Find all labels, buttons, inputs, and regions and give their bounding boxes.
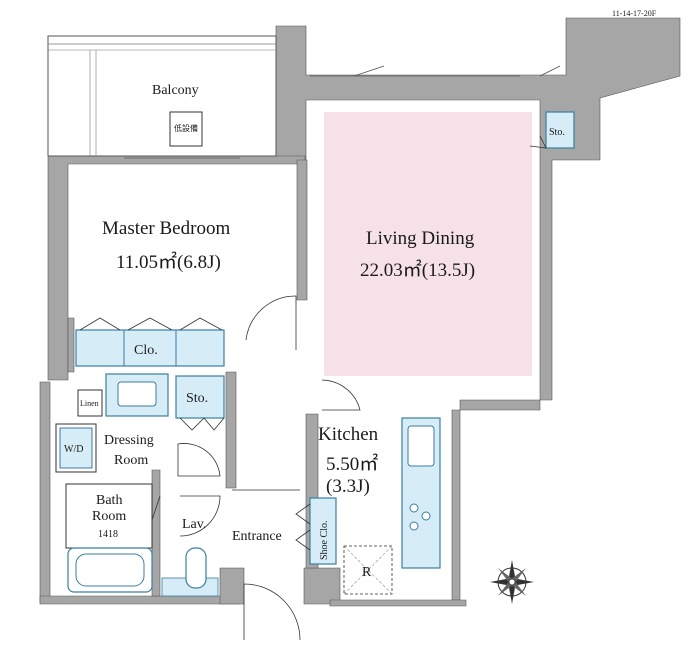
bath-room-label-line1: Bath (96, 493, 122, 508)
entrance-door (243, 583, 301, 641)
shoe-closet: Shoe Clo. (295, 497, 337, 565)
living-storage-label: Sto. (549, 127, 565, 138)
refrigerator: R (343, 545, 393, 595)
master-bedroom-label: Master Bedroom (102, 218, 230, 239)
shoe-closet-label: Shoe Clo. (319, 521, 330, 560)
balcony-label: Balcony (152, 83, 199, 98)
toilet-icon (185, 547, 207, 589)
linen-label: Linen (80, 399, 99, 408)
sink-icon (407, 425, 435, 467)
dressing-basin (105, 373, 169, 417)
lavatory-label: Lav. (182, 517, 206, 532)
inner-storage: Sto. (175, 375, 225, 431)
refrigerator-label: R (362, 565, 372, 580)
dressing-room-label-line1: Dressing (104, 433, 154, 448)
dressing-room-label-line2: Room (114, 453, 148, 468)
linen-storage: Linen (77, 389, 103, 417)
stove-icon (409, 503, 431, 531)
windows (124, 65, 561, 159)
living-dining-label: Living Dining (366, 228, 475, 249)
washer-dryer: W/D (55, 423, 97, 473)
living-dining-area-label: 22.03㎡(13.5J) (360, 258, 475, 281)
living-storage: Sto. (529, 111, 575, 149)
bath-room-size-label: 1418 (98, 529, 118, 540)
closet-label: Clo. (134, 343, 158, 358)
kitchen: Kitchen 5.50㎡ (3.3J) (318, 379, 379, 497)
washer-dryer-label: W/D (64, 444, 83, 455)
kitchen-label: Kitchen (318, 424, 379, 445)
entrance: Entrance (232, 489, 301, 641)
bedroom-door (245, 295, 297, 350)
master-bedroom-area: 11.05㎡(6.8J) (116, 250, 221, 273)
kitchen-counter (401, 417, 441, 569)
entrance-label: Entrance (232, 529, 282, 544)
inner-storage-label: Sto. (186, 391, 208, 406)
bath-room: Bath Room 1418 (65, 483, 161, 593)
living-dining-area (324, 112, 532, 376)
compass-rose-icon (490, 560, 534, 604)
kitchen-area-j: (3.3J) (326, 476, 370, 497)
balcony: Balcony 低設備 (47, 35, 277, 157)
dressing-door (177, 443, 221, 477)
balcony-equipment-label: 低設備 (174, 123, 198, 133)
bath-room-label-line2: Room (92, 509, 126, 524)
lavatory: Lav. (161, 495, 221, 597)
plan-code: 11-14-17-20F (612, 9, 657, 18)
kitchen-area: 5.50㎡ (326, 452, 378, 475)
bedroom-closet: Clo. (75, 317, 225, 367)
master-bedroom: Master Bedroom 11.05㎡(6.8J) (102, 218, 230, 273)
